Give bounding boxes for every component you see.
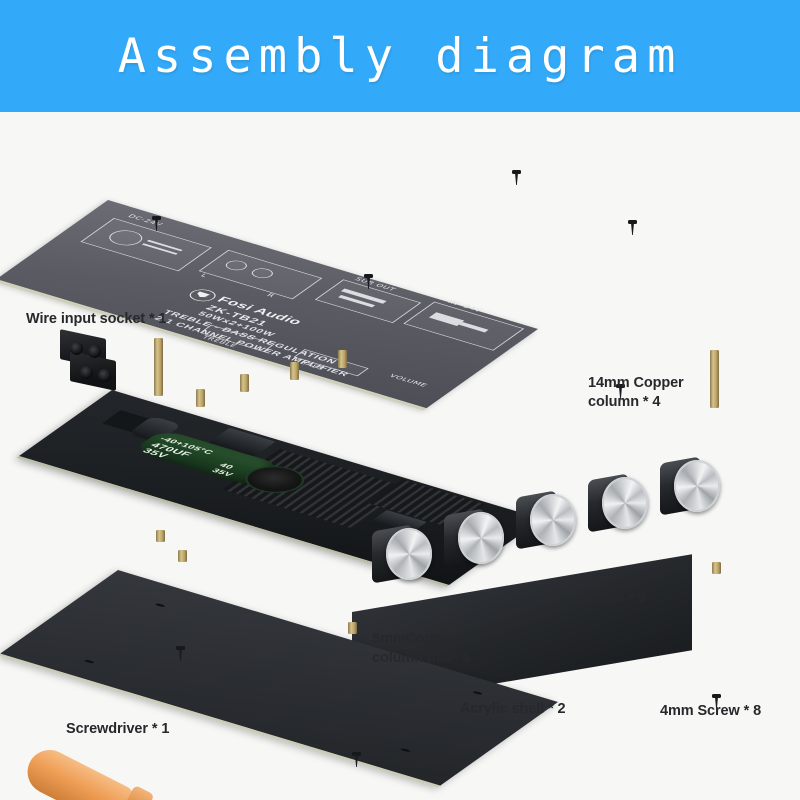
screw-7 [352,752,361,767]
screwdriver-part [20,732,240,800]
knob-1[interactable] [372,524,432,584]
screw-1 [152,216,161,231]
exploded-view-stage: DC-24V L R SUB OUT IN -24V Fosi Audio ZK… [0,112,800,800]
screwdriver-handle [20,742,137,800]
copper-column-5mm-mat-3 [712,562,721,574]
terminal-port-2 [88,345,101,358]
copper-column-standoff-4 [338,350,347,368]
label-copper-column-mat-5mm: 5mmCopper column mat* 4 [372,631,470,666]
copper-column-14mm-2 [710,350,719,408]
mounting-hole-1 [154,602,166,608]
screw-5 [176,646,185,661]
knob-3[interactable] [516,490,576,550]
knob-5[interactable] [660,456,720,516]
mounting-hole-3 [83,659,96,664]
label-screwdriver: Screwdriver * 1 [66,721,170,737]
silk-right-label: R [265,292,277,299]
knob-2-face [458,512,504,564]
silk-left-label: L [199,272,210,279]
page-banner: Assembly diagram [0,0,800,112]
knob-4-face [602,477,648,529]
terminal-port-4 [98,369,111,382]
knob-5-face [674,460,720,512]
label-screw-4mm: 4mm Screw * 8 [660,703,762,719]
screw-6 [712,694,721,709]
knob-3-face [530,494,576,546]
label-acrylic-shell: Acrylic shell * 2 [460,701,566,717]
knob-2[interactable] [444,508,504,568]
mounting-hole-2 [471,690,484,696]
knob-4[interactable] [588,473,648,533]
screw-8 [616,384,625,399]
page-title: Assembly diagram [117,28,683,84]
copper-column-5mm-mat-2 [348,622,357,634]
copper-column-standoff-3 [290,362,299,380]
copper-column-standoff-1 [196,389,205,407]
label-wire-input-socket: Wire input socket * 1 [26,311,167,327]
copper-column-14mm-1 [154,338,163,396]
screw-4 [364,274,373,289]
silk-volume-label: VOLUME [387,373,430,388]
screw-3 [628,220,637,235]
wire-input-socket-part [56,329,118,392]
copper-column-standoff-2 [240,374,249,392]
copper-column-5mm-mat-1 [156,530,165,542]
label-copper-column-14mm: 14mm Copper column * 4 [588,375,684,410]
copper-column-5mm-mat-4 [178,550,187,562]
terminal-port-1 [70,342,83,355]
screw-2 [512,170,521,185]
knob-1-face [386,528,432,580]
label-knob: Knob * 5 [588,591,647,607]
mounting-hole-4 [399,747,412,753]
terminal-port-3 [80,366,93,379]
